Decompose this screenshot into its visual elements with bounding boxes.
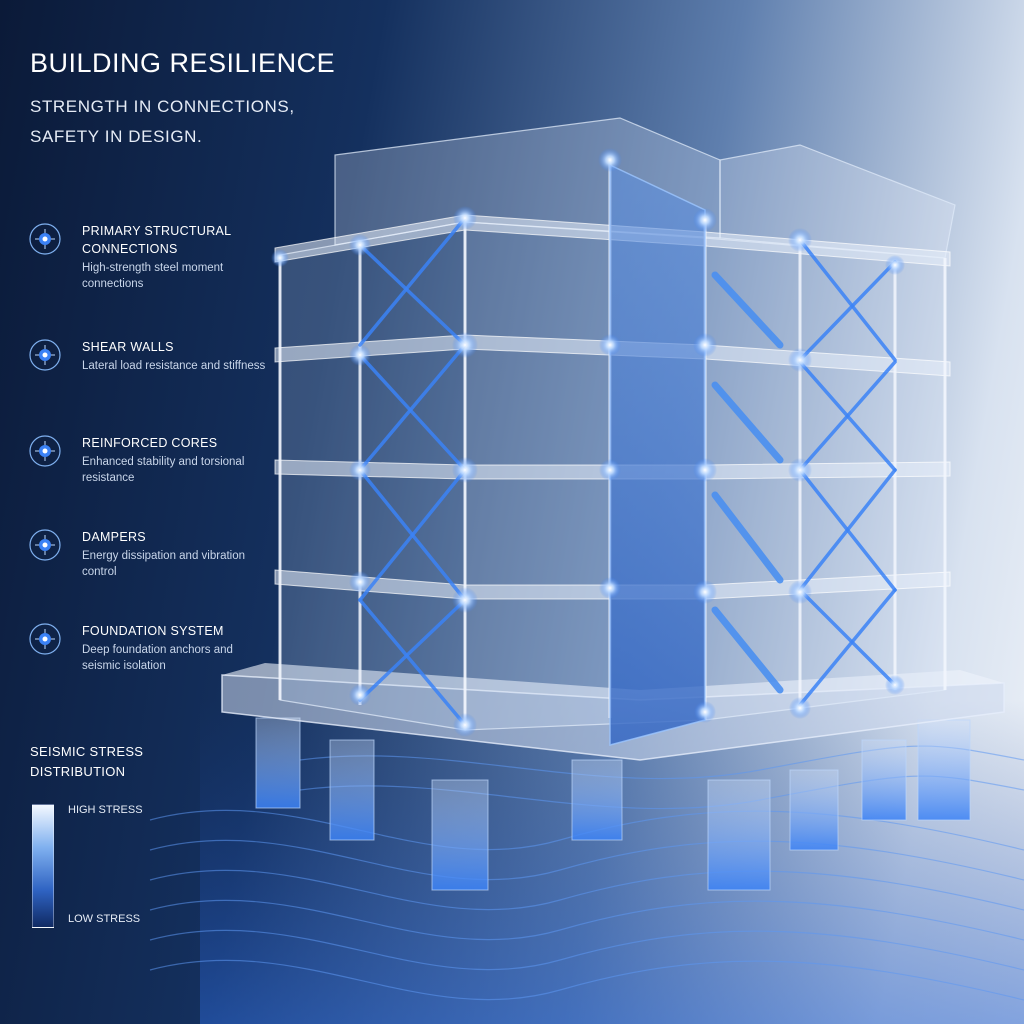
feature-title: SHEAR WALLS <box>82 340 174 354</box>
page-subtitle: STRENGTH IN CONNECTIONS, SAFETY IN DESIG… <box>30 97 295 146</box>
foundation-piles <box>255 717 971 891</box>
feature-title: FOUNDATION SYSTEM <box>82 624 224 638</box>
feature-title: PRIMARY STRUCTURAL CONNECTIONS <box>82 224 231 256</box>
stress-gradient-bar <box>32 804 54 928</box>
feature-title: REINFORCED CORES <box>82 436 218 450</box>
legend-high-label: HIGH STRESS <box>68 804 143 816</box>
legend-title: SEISMIC STRESS DISTRIBUTION <box>30 744 144 779</box>
page-title: BUILDING RESILIENCE <box>30 48 336 78</box>
feature-description: Energy dissipation and vibration control <box>82 550 246 578</box>
dampers <box>711 271 784 694</box>
connection-nodes <box>271 148 905 737</box>
feature-description: Deep foundation anchors and seismic isol… <box>82 644 233 672</box>
feature-description: Lateral load resistance and stiffness <box>82 360 266 372</box>
connection-node-icon <box>29 529 61 561</box>
cross-bracing <box>358 216 897 727</box>
connection-node-icon <box>29 623 61 655</box>
feature-title: DAMPERS <box>82 530 146 544</box>
connection-node-icon <box>29 435 61 467</box>
feature-description: High-strength steel moment connections <box>82 262 224 290</box>
feature-description: Enhanced stability and torsional resista… <box>82 456 245 484</box>
reinforced-core <box>609 163 706 746</box>
legend-low-label: LOW STRESS <box>68 913 141 925</box>
connection-node-icon <box>29 223 61 255</box>
connection-node-icon <box>29 339 61 371</box>
